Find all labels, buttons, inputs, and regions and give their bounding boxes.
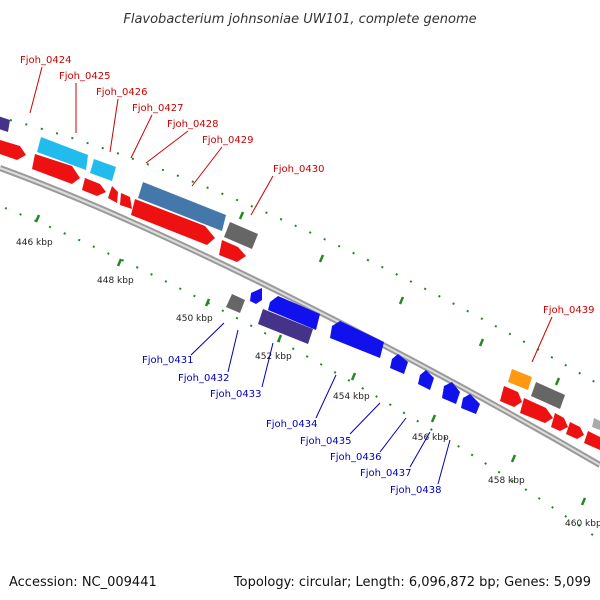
tick-track-outer [9, 119, 600, 386]
gene-label[interactable]: Fjoh_0424 [20, 55, 71, 66]
gene-arrow-cyan[interactable] [90, 159, 116, 181]
gene-label[interactable]: Fjoh_0426 [96, 87, 147, 98]
gene-arrow-blue[interactable] [330, 321, 384, 358]
gene-arrow-blue[interactable] [390, 354, 408, 374]
gene-arrow-red[interactable] [584, 431, 600, 450]
gene-arrow-navy[interactable] [0, 116, 10, 132]
gene-label[interactable]: Fjoh_0432 [178, 373, 229, 384]
genome-backbone [0, 165, 600, 468]
gene-arrow-red[interactable] [500, 386, 522, 407]
gene-arrow-blue[interactable] [461, 394, 480, 414]
gene-label[interactable]: Fjoh_0427 [132, 103, 183, 114]
tick-track-inner [4, 207, 600, 541]
gene-arrow-blue[interactable] [250, 288, 262, 304]
top-strand-genes [0, 116, 600, 450]
gene-arrow-gray[interactable] [592, 418, 600, 430]
gene-label[interactable]: Fjoh_0436 [330, 452, 381, 463]
scale-label: 446 kbp [16, 238, 53, 248]
scale-label: 460 kbp [565, 519, 600, 529]
gene-arrow-gray[interactable] [224, 222, 258, 249]
gene-arrow-gray[interactable] [226, 294, 245, 313]
topology-text: Topology: circular; Length: 6,096,872 bp… [233, 575, 591, 590]
gene-label[interactable]: Fjoh_0437 [360, 468, 411, 479]
major-ticks [34, 211, 587, 506]
map-title: Flavobacterium johnsoniae UW101, complet… [123, 12, 476, 27]
gene-arrow-blue[interactable] [268, 296, 320, 330]
gene-label[interactable]: Fjoh_0430 [273, 164, 324, 175]
scale-label: 454 kbp [333, 392, 370, 402]
gene-arrow-red[interactable] [566, 422, 584, 439]
scale-label: 448 kbp [97, 276, 134, 286]
gene-arrow-red[interactable] [131, 199, 215, 245]
gene-arrow-orange[interactable] [508, 369, 532, 390]
scale-label: 458 kbp [488, 476, 525, 486]
gene-arrow-red[interactable] [32, 154, 80, 184]
gene-arrow-red[interactable] [82, 178, 106, 196]
gene-arrow-red[interactable] [120, 193, 132, 209]
gene-label[interactable]: Fjoh_0434 [266, 419, 317, 430]
gene-arrow-red[interactable] [219, 240, 246, 262]
gene-arrow-gray[interactable] [531, 382, 565, 409]
gene-label[interactable]: Fjoh_0435 [300, 436, 351, 447]
gene-label[interactable]: Fjoh_0431 [142, 355, 193, 366]
gene-arrow-red[interactable] [0, 140, 26, 160]
gene-label[interactable]: Fjoh_0429 [202, 135, 253, 146]
scale-label: 450 kbp [176, 314, 213, 324]
gene-label[interactable]: Fjoh_0438 [390, 485, 441, 496]
gene-label[interactable]: Fjoh_0428 [167, 119, 218, 130]
gene-label[interactable]: Fjoh_0433 [210, 389, 261, 400]
gene-arrow-red[interactable] [551, 413, 568, 431]
bottom-strand-genes [226, 288, 480, 414]
bottom-gene-labels: Fjoh_0431 Fjoh_0432 Fjoh_0433 Fjoh_0434 … [142, 355, 441, 496]
gene-arrow-navy[interactable] [258, 309, 313, 344]
gene-arrow-blue[interactable] [418, 370, 434, 390]
scale-label: 456 kbp [412, 433, 449, 443]
accession-text: Accession: NC_009441 [9, 575, 157, 590]
gene-arrow-red[interactable] [108, 186, 118, 203]
scale-labels: 446 kbp 448 kbp 450 kbp 452 kbp 454 kbp … [16, 238, 600, 529]
top-leader-lines [29, 66, 553, 363]
gene-arrow-red[interactable] [520, 398, 553, 423]
gene-arrow-blue[interactable] [442, 382, 460, 404]
gene-label[interactable]: Fjoh_0439 [543, 305, 594, 316]
gene-arrow-cyan[interactable] [37, 137, 88, 170]
top-gene-labels: Fjoh_0424 Fjoh_0425 Fjoh_0426 Fjoh_0427 … [20, 55, 594, 316]
scale-label: 452 kbp [255, 352, 292, 362]
bottom-leader-lines [190, 322, 451, 485]
gene-arrow-steel[interactable] [138, 182, 226, 231]
gene-label[interactable]: Fjoh_0425 [59, 71, 110, 82]
